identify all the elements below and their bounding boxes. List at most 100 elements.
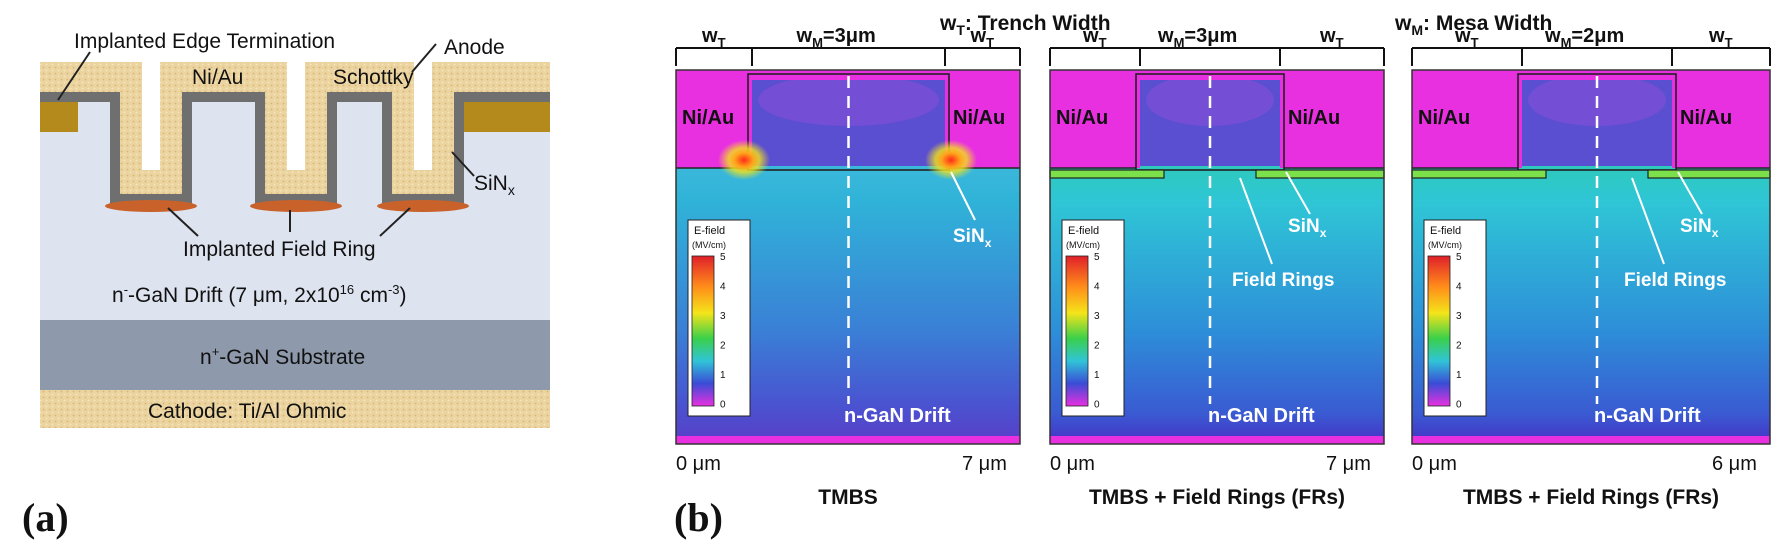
trench-width-label-left: wT bbox=[1082, 25, 1107, 50]
substrate-label: n+-GaN Substrate bbox=[200, 344, 365, 369]
ni-au-plate-left bbox=[1050, 70, 1140, 168]
colorbar-tick: 5 bbox=[1094, 252, 1100, 263]
colorbar bbox=[1427, 255, 1451, 407]
field-ring-left bbox=[1411, 169, 1547, 179]
x-end-label: 6 μm bbox=[1712, 453, 1757, 475]
edge-termination-label: Implanted Edge Termination bbox=[74, 30, 335, 53]
ni-au-plate-left bbox=[1412, 70, 1522, 168]
panel-b-header: wT: Trench Width wM: Mesa Width bbox=[939, 12, 1552, 38]
panel-caption: TMBS + Field Rings (FRs) bbox=[1463, 486, 1719, 509]
panel-caption: TMBS bbox=[818, 486, 878, 509]
ni-au-label-right: Ni/Au bbox=[1288, 107, 1340, 129]
drift-label: n-GaN Drift bbox=[1208, 405, 1315, 427]
colorbar-unit: (MV/cm) bbox=[1428, 240, 1462, 250]
sinx-label: SiNx bbox=[1288, 216, 1327, 240]
sinx-label: SiNx bbox=[953, 226, 992, 250]
ni-au-plate-right bbox=[1672, 70, 1770, 168]
ni-au-plate-right bbox=[1280, 70, 1384, 168]
colorbar-tick: 0 bbox=[720, 400, 726, 411]
colorbar bbox=[691, 255, 715, 407]
ni-au-label-left: Ni/Au bbox=[1418, 107, 1470, 129]
colorbar-tick: 4 bbox=[1094, 282, 1100, 293]
colorbar-tick: 1 bbox=[720, 370, 726, 381]
colorbar-tick: 3 bbox=[720, 311, 726, 322]
schottky-label: Schottky bbox=[333, 66, 414, 89]
width-bracket bbox=[1049, 47, 1385, 66]
field-rings-label: Field Rings bbox=[1624, 270, 1726, 291]
top-contact-bar bbox=[1050, 70, 1384, 80]
field-ring-right bbox=[1647, 169, 1771, 179]
colorbar-tick: 4 bbox=[720, 282, 726, 293]
drift-label: n--GaN Drift (7 μm, 2x1016 cm-3) bbox=[112, 282, 407, 307]
substrate-layer bbox=[40, 320, 550, 390]
colorbar-title: E-field bbox=[1430, 225, 1461, 237]
trench-width-label-right: wT bbox=[1708, 25, 1733, 50]
leader-lines bbox=[57, 43, 475, 237]
simulation-panel-2: E-field (MV/cm) 5 4 3 2 1 0 wT wM=3μm wT Ni/Au Ni/Au… bbox=[1049, 25, 1385, 509]
mesa-width-label: wM=2μm bbox=[1544, 25, 1624, 50]
sinx-label: SiNx bbox=[1680, 216, 1719, 240]
bottom-contact-bar bbox=[1050, 436, 1384, 444]
mesa-width-label: wM=3μm bbox=[796, 25, 876, 50]
panel-a-diagram: Implanted Edge Termination Anode Ni/Au S… bbox=[40, 30, 550, 428]
colorbar-tick: 2 bbox=[1456, 341, 1462, 352]
colorbar-tick: 2 bbox=[720, 341, 726, 352]
cathode-label: Cathode: Ti/Al Ohmic bbox=[148, 400, 346, 423]
panel-caption: TMBS + Field Rings (FRs) bbox=[1089, 486, 1345, 509]
width-bracket bbox=[675, 47, 1021, 66]
colorbar-title: E-field bbox=[694, 225, 725, 237]
field-ring-left bbox=[1049, 169, 1165, 179]
colorbar-unit: (MV/cm) bbox=[1066, 240, 1100, 250]
ni-au-label-right: Ni/Au bbox=[953, 107, 1005, 129]
x-start-label: 0 μm bbox=[1050, 453, 1095, 475]
ni-au-label-left: Ni/Au bbox=[1056, 107, 1108, 129]
colorbar-tick: 5 bbox=[1456, 252, 1462, 263]
edge-termination-left bbox=[40, 100, 78, 132]
x-end-label: 7 μm bbox=[962, 453, 1007, 475]
edge-termination-right bbox=[460, 100, 550, 132]
panel-b-label: (b) bbox=[674, 495, 723, 540]
colorbar-tick: 2 bbox=[1094, 341, 1100, 352]
width-bracket bbox=[1411, 47, 1771, 66]
implanted-field-rings bbox=[105, 200, 469, 212]
field-hotspot bbox=[718, 140, 770, 180]
colorbar-tick: 1 bbox=[1094, 370, 1100, 381]
top-contact-bar bbox=[676, 70, 1020, 80]
sinx-label: SiNx bbox=[474, 172, 515, 198]
colorbar-tick: 3 bbox=[1094, 311, 1100, 322]
field-rings-label: Field Rings bbox=[1232, 270, 1334, 291]
colorbar-tick: 4 bbox=[1456, 282, 1462, 293]
ni-au-label-left: Ni/Au bbox=[682, 107, 734, 129]
colorbar-unit: (MV/cm) bbox=[692, 240, 726, 250]
field-ring-right bbox=[1255, 169, 1385, 179]
mesa-width-legend: wM: Mesa Width bbox=[1394, 12, 1552, 38]
anode-label: Anode bbox=[444, 36, 505, 59]
colorbar-tick: 5 bbox=[720, 252, 726, 263]
bottom-contact-bar bbox=[1412, 436, 1770, 444]
trench-width-label-right: wT bbox=[1319, 25, 1344, 50]
top-contact-bar bbox=[1412, 70, 1770, 80]
ni-au-label: Ni/Au bbox=[192, 66, 243, 89]
colorbar-tick: 0 bbox=[1456, 400, 1462, 411]
trench-width-label-left: wT bbox=[1454, 25, 1479, 50]
x-start-label: 0 μm bbox=[1412, 453, 1457, 475]
drift-label: n-GaN Drift bbox=[1594, 405, 1701, 427]
mesa-width-label: wM=3μm bbox=[1157, 25, 1237, 50]
cathode-layer bbox=[40, 390, 550, 428]
trench-width-label-left: wT bbox=[701, 25, 726, 50]
colorbar-tick: 0 bbox=[1094, 400, 1100, 411]
colorbar-tick: 1 bbox=[1456, 370, 1462, 381]
panel-a-label: (a) bbox=[22, 495, 69, 540]
bottom-contact-bar bbox=[676, 436, 1020, 444]
field-ring-label: Implanted Field Ring bbox=[183, 238, 376, 261]
sinx-outline bbox=[1050, 73, 1384, 171]
trench-voids bbox=[142, 62, 432, 170]
colorbar-title: E-field bbox=[1068, 225, 1099, 237]
x-end-label: 7 μm bbox=[1326, 453, 1371, 475]
colorbar-tick: 3 bbox=[1456, 311, 1462, 322]
sinx-outline bbox=[1412, 73, 1770, 171]
drift-label: n-GaN Drift bbox=[844, 405, 951, 427]
